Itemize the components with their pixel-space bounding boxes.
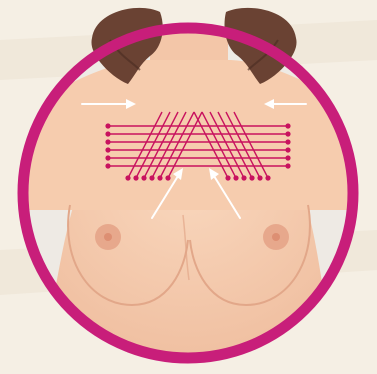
- thread-point: [241, 175, 246, 180]
- thread-point: [225, 175, 230, 180]
- thread-point: [105, 147, 110, 152]
- thread-point: [165, 175, 170, 180]
- thread-point: [157, 175, 162, 180]
- thread-point: [285, 123, 290, 128]
- thread-point: [125, 175, 130, 180]
- thread-point: [233, 175, 238, 180]
- thread-point: [285, 155, 290, 160]
- left-nipple: [104, 233, 112, 241]
- thread-point: [249, 175, 254, 180]
- thread-point: [149, 175, 154, 180]
- thread-point: [105, 139, 110, 144]
- thread-point: [105, 123, 110, 128]
- thread-point: [265, 175, 270, 180]
- thread-point: [285, 139, 290, 144]
- thread-point: [285, 163, 290, 168]
- thread-point: [141, 175, 146, 180]
- thread-point: [285, 131, 290, 136]
- thread-point: [105, 163, 110, 168]
- thread-point: [105, 131, 110, 136]
- thread-point: [133, 175, 138, 180]
- thread-point: [285, 147, 290, 152]
- thread-point: [105, 155, 110, 160]
- right-nipple: [272, 233, 280, 241]
- thread-point: [257, 175, 262, 180]
